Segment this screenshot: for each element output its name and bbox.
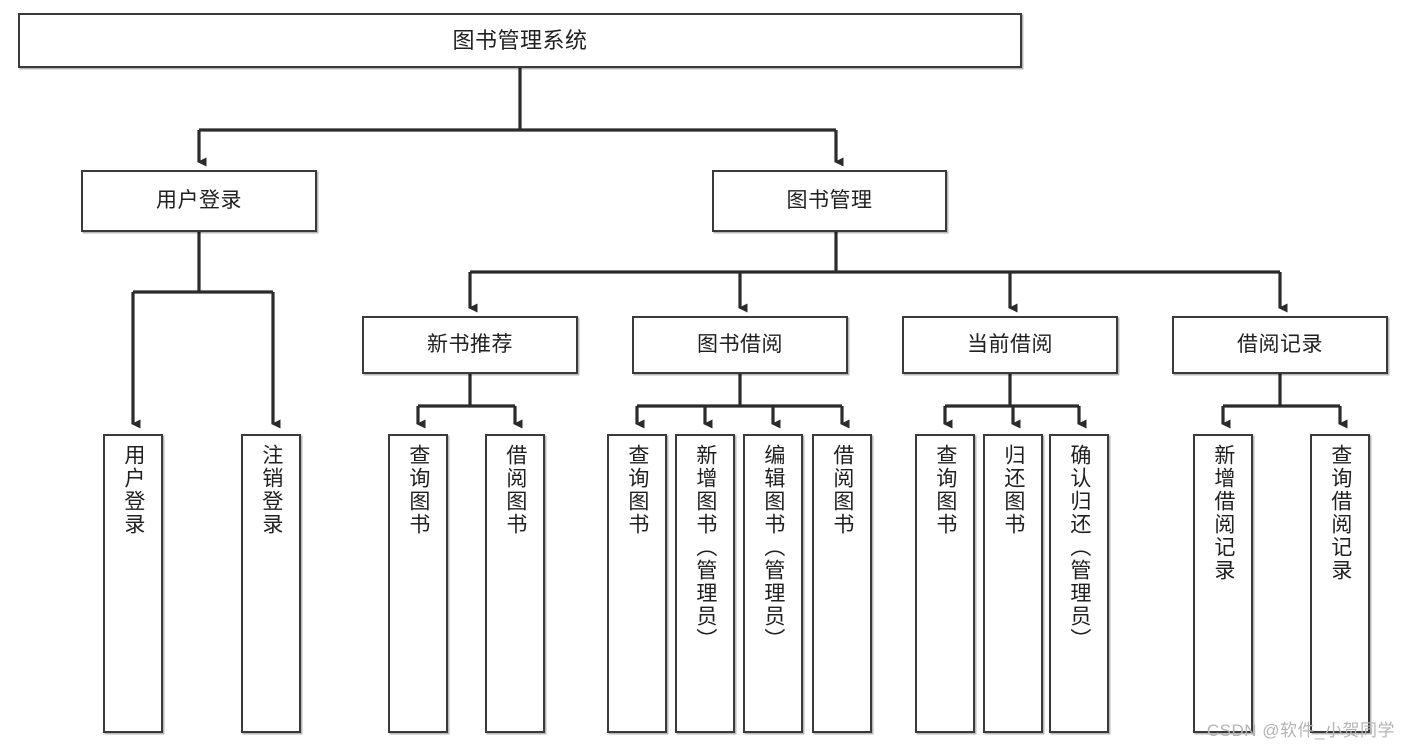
- leaf-borrow-books-recommendation[interactable]: 借阅图书: [485, 434, 545, 733]
- node-label: 查询图书: [406, 444, 430, 536]
- node-label: 确认归还（管理员）: [1067, 444, 1091, 651]
- node-label: 查询图书: [933, 444, 957, 536]
- leaf-query-books-recommendation[interactable]: 查询图书: [388, 434, 448, 733]
- node-label: 归还图书: [1001, 444, 1025, 536]
- leaf-query-books-current[interactable]: 查询图书: [915, 434, 975, 733]
- node-label: 图书借阅: [697, 332, 783, 356]
- node-label: 当前借阅: [967, 332, 1053, 356]
- node-label: 图书管理: [786, 188, 873, 212]
- node-label: 编辑图书（管理员）: [761, 444, 785, 651]
- node-label: 用户登录: [156, 188, 242, 212]
- node-label: 借阅记录: [1237, 332, 1323, 356]
- node-label: 新增借阅记录: [1211, 444, 1235, 582]
- node-label: 图书管理系统: [452, 27, 588, 53]
- node-label: 查询图书: [625, 444, 649, 536]
- node-user-login[interactable]: 用户登录: [81, 170, 317, 232]
- leaf-borrow-books-borrowing[interactable]: 借阅图书: [812, 434, 872, 733]
- node-label: 查询借阅记录: [1328, 444, 1352, 582]
- leaf-return-books[interactable]: 归还图书: [983, 434, 1043, 733]
- node-label: 新书推荐: [427, 332, 513, 356]
- node-borrow-records[interactable]: 借阅记录: [1172, 316, 1388, 374]
- leaf-add-book-admin[interactable]: 新增图书（管理员）: [675, 434, 735, 733]
- leaf-logout[interactable]: 注销登录: [241, 434, 301, 733]
- node-book-borrowing[interactable]: 图书借阅: [632, 316, 848, 374]
- leaf-edit-book-admin[interactable]: 编辑图书（管理员）: [743, 434, 803, 733]
- node-new-book-recommendation[interactable]: 新书推荐: [362, 316, 578, 374]
- node-label: 用户登录: [121, 444, 145, 536]
- leaf-query-borrow-record[interactable]: 查询借阅记录: [1310, 434, 1370, 733]
- node-book-management[interactable]: 图书管理: [712, 170, 947, 232]
- node-label: 借阅图书: [503, 444, 527, 536]
- node-label: 新增图书（管理员）: [693, 444, 717, 651]
- leaf-user-login[interactable]: 用户登录: [103, 434, 163, 733]
- node-root-system[interactable]: 图书管理系统: [18, 13, 1022, 68]
- leaf-add-borrow-record[interactable]: 新增借阅记录: [1193, 434, 1253, 733]
- leaf-confirm-return-admin[interactable]: 确认归还（管理员）: [1049, 434, 1109, 733]
- node-label: 借阅图书: [830, 444, 854, 536]
- leaf-query-books-borrowing[interactable]: 查询图书: [607, 434, 667, 733]
- node-current-borrowing[interactable]: 当前借阅: [902, 316, 1118, 374]
- node-label: 注销登录: [259, 444, 283, 536]
